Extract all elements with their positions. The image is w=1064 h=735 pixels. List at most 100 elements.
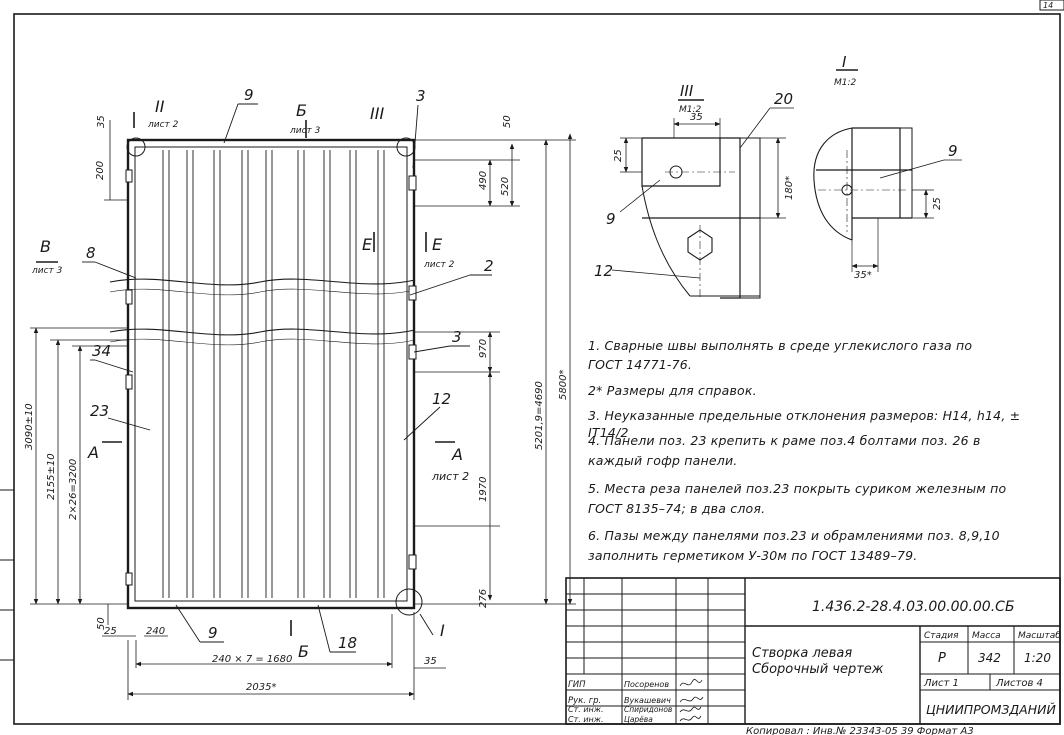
dim-25: 25: [104, 626, 117, 637]
detail-III-view: [611, 99, 794, 299]
detail-callout-12: 12: [594, 262, 613, 280]
detail-callout-9a: 9: [606, 210, 616, 228]
role-2: Рук. гр.: [568, 696, 601, 706]
callout-23: 23: [90, 402, 109, 420]
section-V-sheet: лист 3: [31, 266, 63, 276]
detail-III-dim-25: 25: [613, 149, 624, 162]
dim-240: 240: [146, 626, 165, 637]
dim-35-bottom: 35: [424, 656, 437, 667]
dim-240x7: 240 × 7 = 1680: [212, 654, 292, 665]
detail-callout-9b: 9: [948, 142, 958, 160]
name-4: Царёва: [624, 715, 653, 724]
section-B-top-sheet: лист 3: [289, 126, 321, 136]
mass-value: 342: [978, 651, 1001, 665]
mass-header: Масса: [972, 631, 1001, 641]
callout-18: 18: [338, 634, 357, 652]
note-4b: каждый гофр панели.: [588, 453, 738, 468]
dim-3090: 3090±10: [24, 403, 35, 450]
note-2: 2* Размеры для справок.: [588, 383, 757, 398]
detail-III-dim-35: 35: [690, 112, 703, 123]
sheets-label: Листов 4: [995, 678, 1043, 689]
detail-III-dim-180: 180*: [784, 176, 795, 200]
callout-34: 34: [92, 342, 111, 360]
detail-I-scale: М1:2: [834, 78, 857, 88]
title-line-2: Сборочный чертеж: [752, 662, 884, 677]
title-line-1: Створка левая: [752, 646, 852, 661]
dimension-lines: [30, 120, 576, 700]
dim-1970: 1970: [478, 477, 489, 502]
callout-9-bottom: 9: [208, 624, 218, 642]
footer-note: Копировал : Инв.№ 23343-05 39 Формат А3: [746, 726, 974, 735]
sash-frame: [109, 137, 423, 616]
section-A-left-label: А: [87, 443, 99, 462]
dim-520: 520: [500, 177, 511, 196]
note-6a: 6. Пазы между панелями поз.23 и обрамлен…: [588, 528, 1000, 543]
name-3: Спиридонов: [624, 705, 672, 714]
note-4a: 4. Панели поз. 23 крепить к раме поз.4 б…: [588, 433, 981, 448]
dim-50-bottom: 50: [96, 617, 107, 630]
section-E-sheet: лист 2: [423, 260, 455, 270]
sheet-number-box: [1039, 0, 1064, 11]
drawing-frame: [13, 13, 1061, 725]
section-I-bottom-label: I: [440, 621, 445, 640]
scale-header: Масштаб: [1018, 631, 1061, 641]
name-2: Вукашевич: [624, 696, 671, 705]
dim-490: 490: [478, 171, 489, 190]
callout-8: 8: [86, 244, 96, 262]
note-6b: заполнить герметиком У-30м по ГОСТ 13489…: [588, 548, 918, 563]
callout-3-mid: 3: [452, 328, 462, 346]
section-B-bottom-label: Б: [298, 642, 309, 661]
section-A-right-label: А: [451, 445, 463, 464]
section-II-label: II: [155, 97, 165, 116]
note-5b: ГОСТ 8135–74; в два слоя.: [588, 501, 766, 516]
detail-I-view: [813, 69, 962, 272]
role-3: Ст. инж.: [568, 705, 604, 714]
detail-III-title: III: [680, 82, 694, 100]
note-3: 3. Неуказанные предельные отклонения раз…: [588, 408, 1021, 440]
detail-I-dim-35s: 35*: [854, 270, 872, 281]
detail-I-title: I: [842, 53, 847, 71]
sheet-label: Лист 1: [923, 678, 959, 689]
note-1a: 1. Сварные швы выполнять в среде углекис…: [588, 338, 973, 353]
dim-2155: 2155±10: [46, 453, 57, 500]
section-II-sheet: лист 2: [147, 120, 179, 130]
note-1b: ГОСТ 14771-76.: [588, 357, 693, 372]
dim-5201: 5201,9=4690: [534, 381, 545, 450]
section-B-top-label: Б: [296, 101, 307, 120]
section-E-left-label: Е: [362, 235, 373, 254]
callout-3-top: 3: [416, 87, 426, 105]
name-1: Посоренов: [624, 680, 669, 689]
scale-value: 1:20: [1024, 651, 1051, 665]
signatures: [679, 679, 704, 722]
detail-II-circle: [126, 137, 146, 157]
document-code: 1.436.2-28.4.03.00.00.00.СБ: [812, 599, 1015, 615]
note-5a: 5. Места реза панелей поз.23 покрыть сур…: [588, 481, 1007, 496]
detail-callout-20: 20: [774, 90, 793, 108]
panel-ribs: [162, 150, 385, 598]
sheet-number: 14: [1043, 1, 1053, 10]
role-1: ГИП: [568, 680, 586, 690]
callout-9-top: 9: [244, 86, 254, 104]
title-block: [565, 577, 1061, 725]
dim-2035: 2035*: [246, 682, 276, 693]
organization: ЦНИИПРОМЗДАНИЙ: [926, 702, 1056, 717]
section-E-right-label: Е: [432, 235, 443, 254]
callout-2: 2: [484, 257, 494, 275]
detail-I-dim-25: 25: [932, 197, 943, 210]
section-V-label: В: [40, 237, 51, 256]
break-lines: [109, 278, 416, 346]
dim-200: 200: [95, 161, 106, 180]
section-A-sheet: лист 2: [431, 470, 469, 483]
section-markers: [36, 112, 455, 636]
section-III-top-label: III: [370, 104, 384, 123]
dim-2x26: 2×26=3200: [68, 459, 79, 520]
stage-header: Стадия: [924, 631, 959, 641]
dim-970: 970: [478, 339, 489, 358]
stage-value: Р: [938, 651, 946, 666]
dim-5800: 5800*: [558, 370, 569, 400]
callout-12: 12: [432, 390, 451, 408]
detail-I-circle: [395, 588, 423, 616]
leader-lines: [82, 103, 492, 653]
detail-III-scale: М1:2: [679, 105, 702, 115]
